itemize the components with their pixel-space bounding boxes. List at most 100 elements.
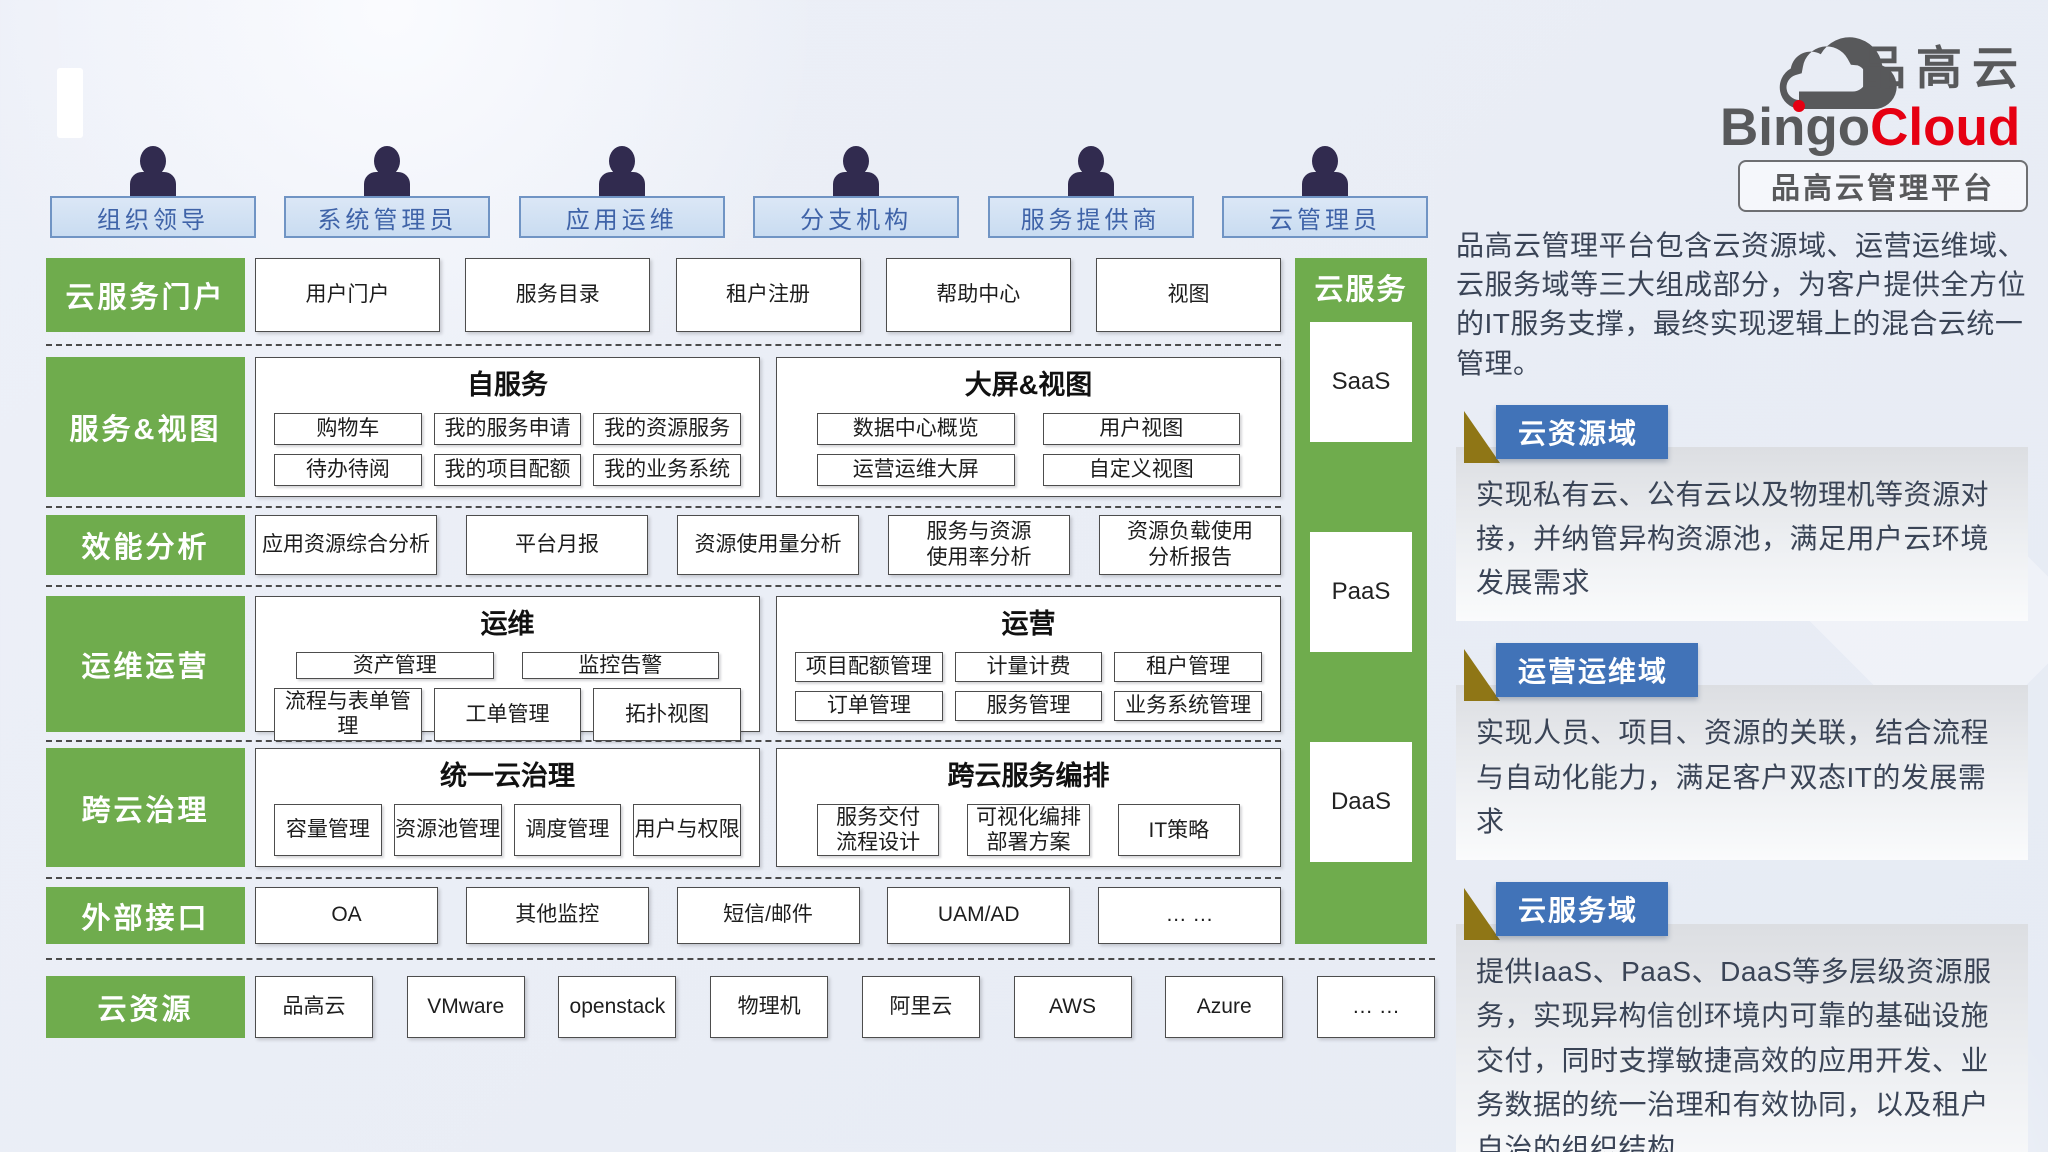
section-title-badge: 云资源域 bbox=[1496, 404, 1669, 459]
resource-item: AWS bbox=[1013, 976, 1132, 1038]
band-label-efficiency: 效能分析 bbox=[46, 515, 245, 575]
ops-item: 项目配额管理 bbox=[795, 652, 943, 682]
dashed-divider bbox=[46, 877, 1281, 879]
governance-item: 用户与权限 bbox=[633, 804, 741, 856]
ops-item: 监控告警 bbox=[521, 652, 719, 680]
efficiency-item: 平台月报 bbox=[466, 515, 648, 575]
role-label: 服务提供商 bbox=[987, 196, 1194, 238]
group-dashboard-views: 大屏&视图 数据中心概览 用户视图 运营运维大屏 自定义视图 bbox=[776, 357, 1281, 497]
role-cloud-admin: 云管理员 bbox=[1221, 146, 1428, 238]
cloud-service-saas: SaaS bbox=[1310, 322, 1412, 442]
person-icon bbox=[364, 146, 411, 202]
band-label-services: 服务&视图 bbox=[46, 357, 245, 497]
efficiency-item: 资源使用量分析 bbox=[677, 515, 859, 575]
group-title: 大屏&视图 bbox=[964, 370, 1093, 400]
service-item: 我的服务申请 bbox=[433, 413, 582, 445]
ops-item: 流程与表单管理 bbox=[274, 688, 422, 741]
orchestration-item: IT策略 bbox=[1117, 804, 1240, 857]
section-ops-domain: 运营运维域 实现人员、项目、资源的关联，结合流程与自动化能力，满足客户双态IT的… bbox=[1456, 643, 2028, 861]
group-unified-governance: 统一云治理 容量管理 资源池管理 调度管理 用户与权限 bbox=[255, 748, 760, 867]
view-item: 用户视图 bbox=[1042, 413, 1240, 445]
role-org-leader: 组织领导 bbox=[50, 146, 256, 238]
group-title: 运营 bbox=[1001, 609, 1056, 639]
roles-row: 组织领导 系统管理员 应用运维 分支机构 服务提供商 云管理员 bbox=[50, 146, 1428, 238]
band-efficiency: 效能分析 应用资源综合分析 平台月报 资源使用量分析 服务与资源 使用率分析 资… bbox=[46, 515, 1435, 575]
external-item: UAM/AD bbox=[887, 887, 1071, 944]
external-item: 短信/邮件 bbox=[676, 887, 860, 944]
band-label-ops: 运维运营 bbox=[46, 596, 245, 732]
logo-english-name: BingoCloud bbox=[1720, 101, 2020, 154]
ops-item: 工单管理 bbox=[433, 688, 582, 741]
band-portal: 云服务门户 用户门户 服务目录 租户注册 帮助中心 视图 bbox=[46, 258, 1435, 332]
efficiency-item: 资源负载使用 分析报告 bbox=[1099, 515, 1281, 575]
logo-subtitle-badge: 品高云管理平台 bbox=[1738, 160, 2028, 212]
view-item: 运营运维大屏 bbox=[817, 454, 1015, 486]
group-title: 运维 bbox=[480, 609, 535, 639]
group-operation: 运营 项目配额管理 计量计费 租户管理 订单管理 服务管理 业务系统管理 bbox=[776, 596, 1281, 732]
dashed-divider bbox=[46, 958, 1435, 960]
portal-item: 用户门户 bbox=[255, 258, 440, 332]
architecture-diagram: 组织领导 系统管理员 应用运维 分支机构 服务提供商 云管理员 云服务门户 用户… bbox=[46, 146, 1435, 1066]
logo-chinese-name: 品高云 bbox=[1860, 42, 2028, 94]
efficiency-item: 服务与资源 使用率分析 bbox=[888, 515, 1070, 575]
resource-item: VMware bbox=[406, 976, 525, 1038]
band-label-resources: 云资源 bbox=[46, 976, 245, 1038]
portal-item: 租户注册 bbox=[675, 258, 861, 332]
service-item: 待办待阅 bbox=[274, 454, 422, 486]
dashed-divider bbox=[46, 585, 1281, 587]
governance-item: 容量管理 bbox=[274, 804, 382, 856]
resource-item: 品高云 bbox=[255, 976, 373, 1038]
role-branch: 分支机构 bbox=[753, 146, 960, 238]
bingocloud-logo: 品高云 BingoCloud bbox=[1720, 20, 2028, 154]
section-cloud-service-domain: 云服务域 提供IaaS、PaaS、DaaS等多层级资源服务，实现异构信创环境内可… bbox=[1456, 882, 2028, 1152]
role-label: 云管理员 bbox=[1221, 196, 1428, 238]
right-panel: 品高云 BingoCloud 品高云管理平台 品高云管理平台包含云资源域、运营运… bbox=[1456, 20, 2028, 1152]
gold-triangle-icon bbox=[1464, 649, 1500, 702]
section-description: 实现私有云、公有云以及物理机等资源对接，并纳管异构资源池，满足用户云环境发展需求 bbox=[1456, 446, 2028, 622]
portal-item: 视图 bbox=[1096, 258, 1281, 332]
band-label-portal: 云服务门户 bbox=[46, 258, 245, 332]
resource-item: Azure bbox=[1165, 976, 1284, 1038]
ops-item: 服务管理 bbox=[954, 691, 1103, 721]
band-external: 外部接口 OA 其他监控 短信/邮件 UAM/AD … … bbox=[46, 887, 1435, 944]
ops-item: 拓扑视图 bbox=[593, 688, 742, 741]
band-services: 服务&视图 自服务 购物车 我的服务申请 我的资源服务 待办待阅 我的项目配额 … bbox=[46, 357, 1435, 497]
dashed-divider bbox=[46, 506, 1281, 508]
role-label: 组织领导 bbox=[50, 196, 256, 238]
role-sys-admin: 系统管理员 bbox=[284, 146, 491, 238]
governance-item: 资源池管理 bbox=[393, 804, 502, 856]
gold-triangle-icon bbox=[1464, 410, 1500, 463]
resource-item: 物理机 bbox=[710, 976, 829, 1038]
governance-item: 调度管理 bbox=[513, 804, 622, 856]
group-title: 自服务 bbox=[467, 370, 548, 400]
cloud-services-title: 云服务 bbox=[1314, 274, 1408, 306]
ops-item: 订单管理 bbox=[795, 691, 943, 721]
service-item: 我的业务系统 bbox=[593, 454, 742, 486]
resource-item: openstack bbox=[558, 976, 677, 1038]
role-app-ops: 应用运维 bbox=[518, 146, 725, 238]
service-item: 购物车 bbox=[274, 413, 422, 445]
band-ops: 运维运营 运维 资产管理 监控告警 流程与表单管理 工单管理 拓扑视图 运营 项… bbox=[46, 596, 1435, 741]
group-title: 统一云治理 bbox=[440, 761, 575, 791]
orchestration-item: 可视化编排 部署方案 bbox=[967, 804, 1090, 857]
efficiency-item: 应用资源综合分析 bbox=[255, 515, 437, 575]
role-label: 应用运维 bbox=[518, 196, 725, 238]
band-label-external: 外部接口 bbox=[46, 887, 245, 944]
resource-item: … … bbox=[1316, 976, 1435, 1038]
view-item: 自定义视图 bbox=[1042, 454, 1240, 486]
ops-item: 租户管理 bbox=[1114, 652, 1263, 682]
portal-item: 服务目录 bbox=[465, 258, 651, 332]
gold-triangle-icon bbox=[1464, 888, 1500, 941]
service-item: 我的项目配额 bbox=[433, 454, 582, 486]
view-item: 数据中心概览 bbox=[817, 413, 1015, 445]
orchestration-item: 服务交付 流程设计 bbox=[817, 804, 940, 857]
cloud-logo-icon bbox=[1779, 37, 1897, 112]
group-orchestration: 跨云服务编排 服务交付 流程设计 可视化编排 部署方案 IT策略 bbox=[776, 748, 1281, 867]
service-item: 我的资源服务 bbox=[593, 413, 742, 445]
cloud-service-paas: PaaS bbox=[1310, 532, 1412, 652]
ops-item: 计量计费 bbox=[954, 652, 1103, 682]
resource-item: 阿里云 bbox=[861, 976, 980, 1038]
decor-white-bar bbox=[57, 68, 83, 138]
dashed-divider bbox=[46, 344, 1281, 346]
band-resources: 云资源 品高云 VMware openstack 物理机 阿里云 AWS Azu… bbox=[46, 976, 1435, 1038]
